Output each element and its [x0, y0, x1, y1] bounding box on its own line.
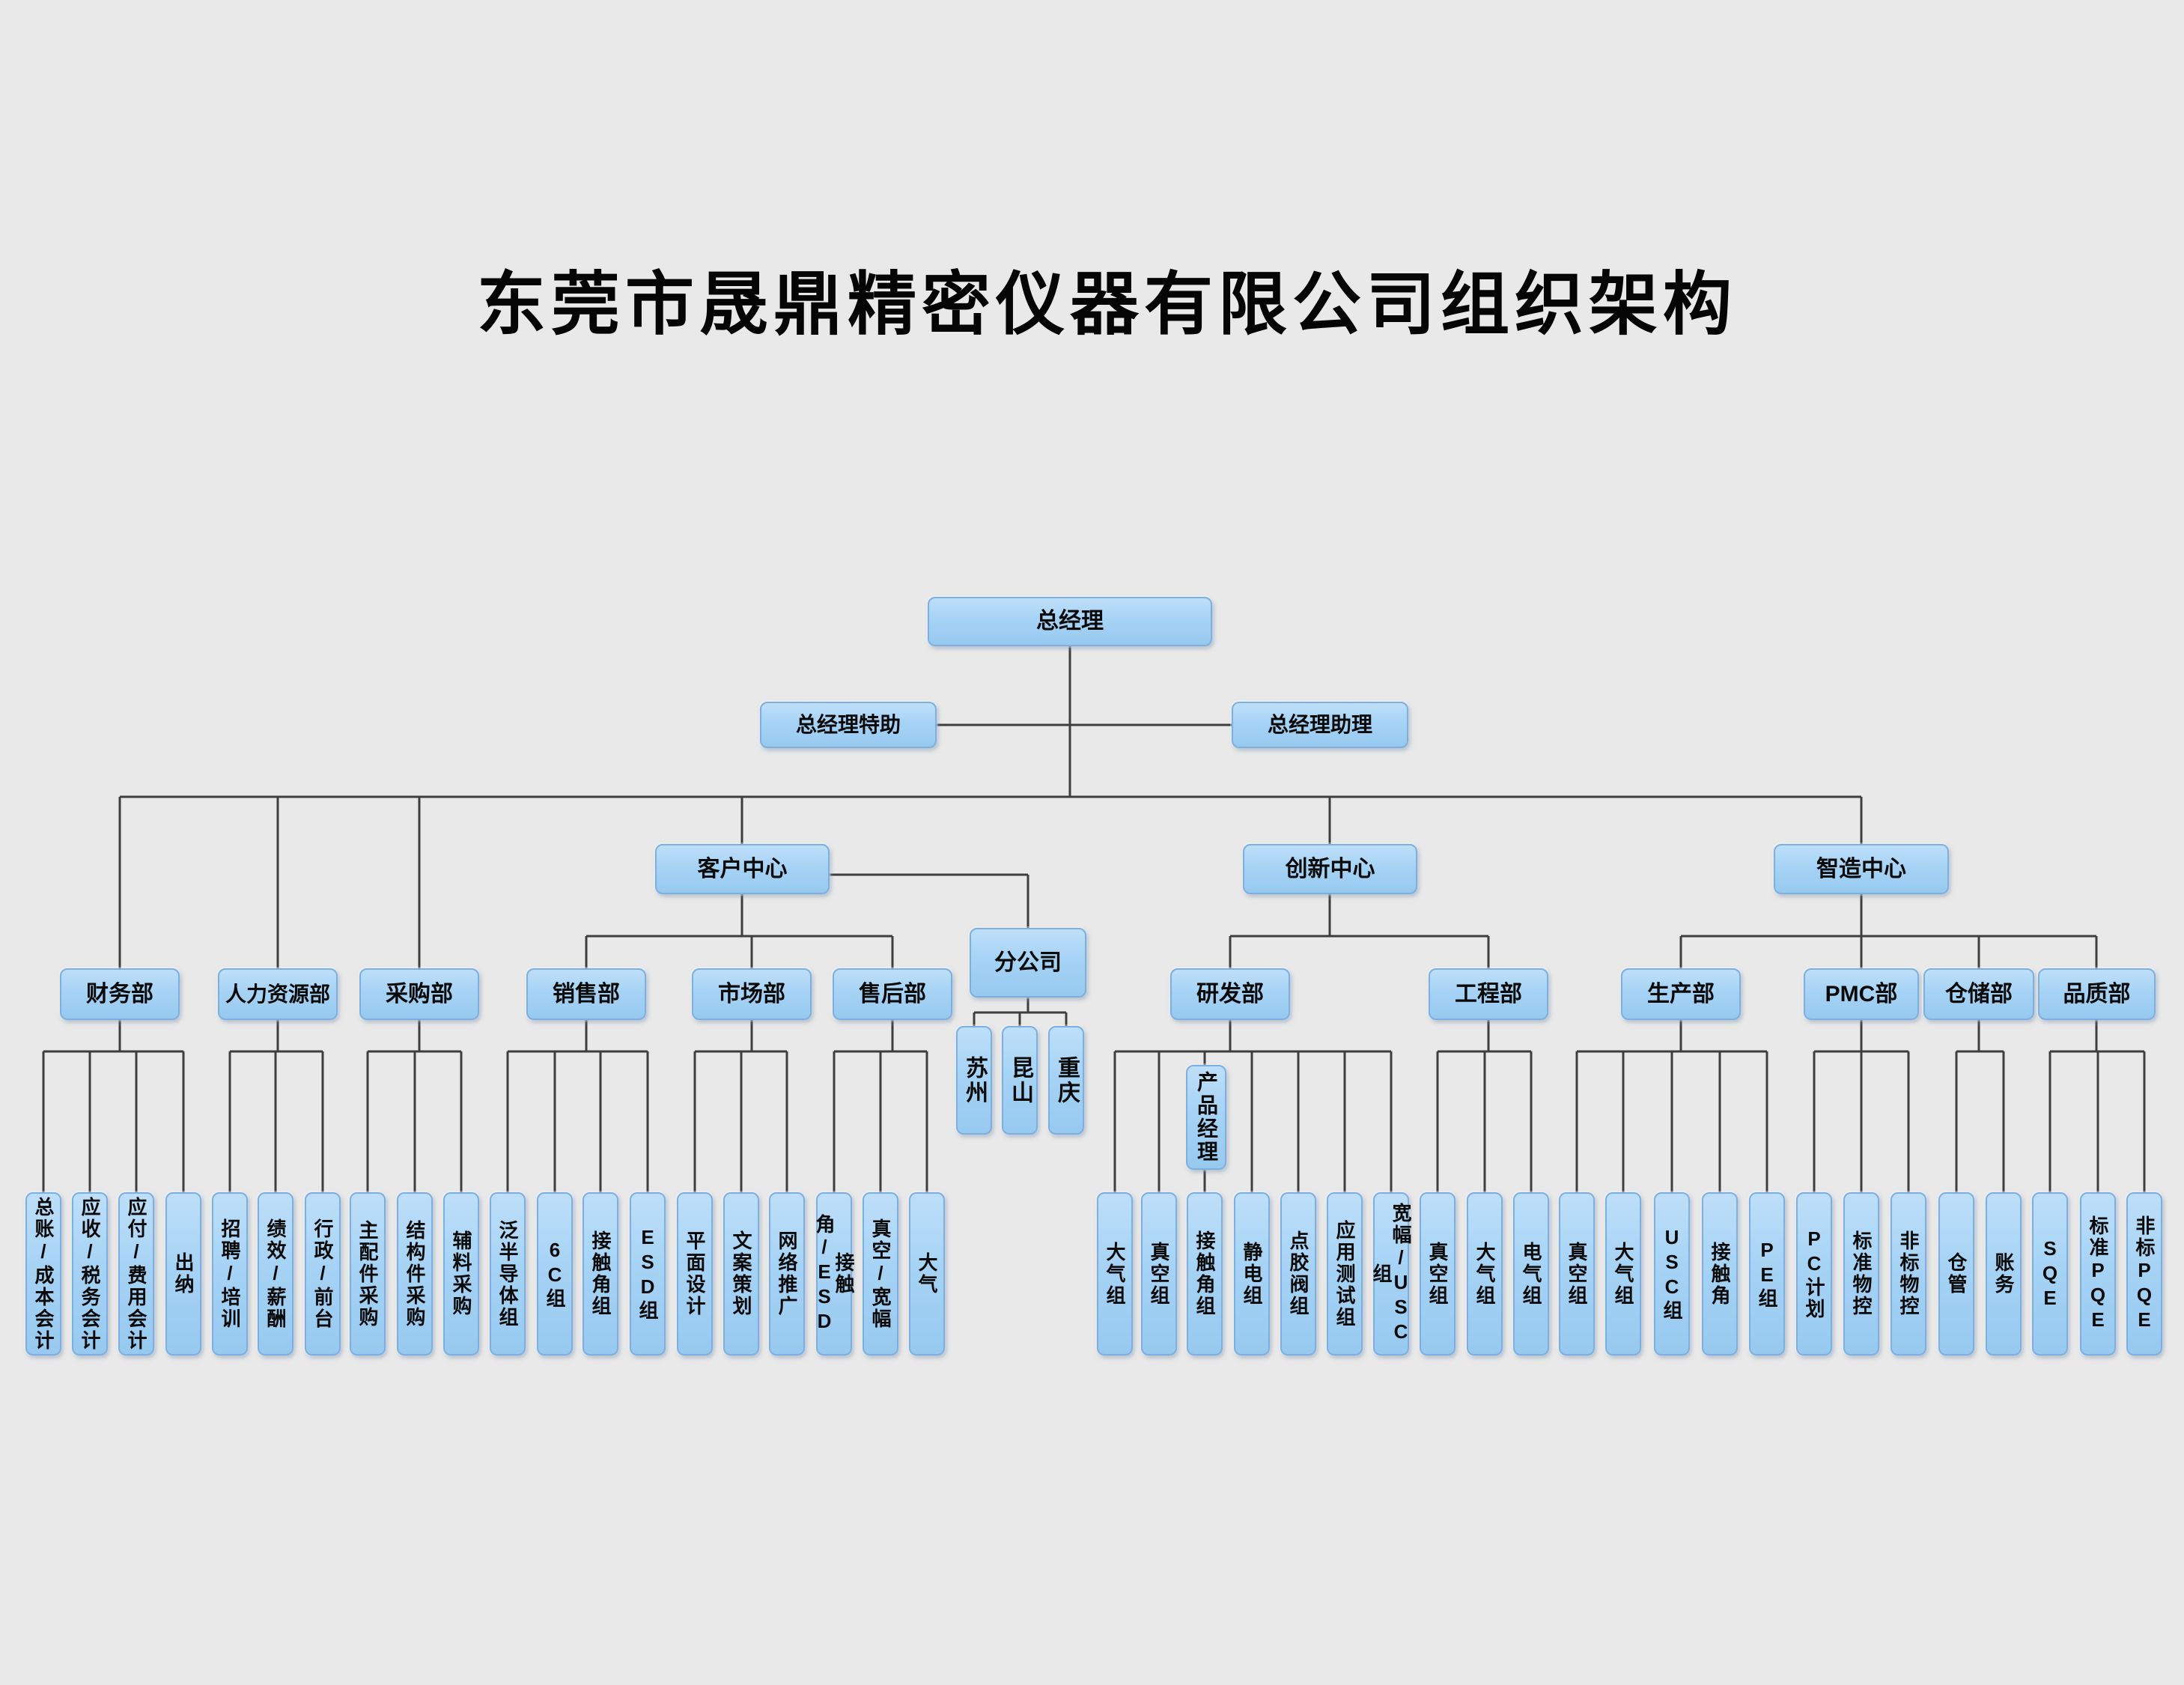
- node-leaf-structural-parts-purchasing: 结构件采购: [397, 1192, 433, 1355]
- node-leaf-performance-compensation: 绩效/薪酬: [258, 1192, 293, 1355]
- node-leaf-auxiliary-materials-purchasing: 辅料采购: [443, 1192, 479, 1355]
- node-leaf-dispensing-valve-group: 点胶阀组: [1280, 1192, 1316, 1355]
- node-dept-production: 生产部: [1621, 968, 1741, 1020]
- page-title: 东莞市晟鼎精密仪器有限公司组织架构: [476, 267, 1737, 343]
- node-innovation-center: 创新中心: [1243, 844, 1417, 894]
- node-dept-engineering: 工程部: [1429, 968, 1548, 1020]
- node-leaf-pe-group: PE组: [1749, 1192, 1785, 1355]
- node-dept-after-sales: 售后部: [833, 968, 952, 1020]
- node-leaf-esd-group-sales: ESD组: [630, 1192, 666, 1355]
- node-leaf-contact-angle-production: 接触角: [1702, 1192, 1738, 1355]
- node-leaf-atmospheric: 大气: [909, 1192, 945, 1355]
- node-leaf-general-ledger-cost-accounting: 总账/成本会计: [25, 1192, 61, 1355]
- node-dept-hr: 人力资源部: [218, 968, 338, 1020]
- node-leaf-vacuum-group-rd: 真空组: [1141, 1192, 1177, 1355]
- node-leaf-standard-material-control: 标准物控: [1843, 1192, 1879, 1355]
- node-manufacturing-center: 智造中心: [1774, 844, 1949, 894]
- node-leaf-warehouse-management: 仓管: [1938, 1192, 1974, 1355]
- node-leaf-sqe: SQE: [2032, 1192, 2068, 1355]
- node-leaf-main-parts-purchasing: 主配件采购: [350, 1192, 386, 1355]
- node-leaf-contact-angle-group-sales: 接触角组: [582, 1192, 618, 1355]
- node-leaf-atmospheric-group-production: 大气组: [1605, 1192, 1641, 1355]
- node-customer-center: 客户中心: [655, 844, 830, 894]
- node-dept-finance: 财务部: [60, 968, 180, 1020]
- node-branch-kunshan: 昆山: [1002, 1026, 1038, 1135]
- node-gm-assistant: 总经理助理: [1232, 702, 1408, 748]
- node-leaf-6c-group: 6C组: [537, 1192, 573, 1355]
- node-leaf-vacuum-group-production: 真空组: [1559, 1192, 1595, 1355]
- node-branch-company: 分公司: [970, 928, 1086, 998]
- node-leaf-recruiting-training: 招聘/培训: [212, 1192, 248, 1355]
- node-leaf-atmospheric-group-engineering: 大气组: [1467, 1192, 1503, 1355]
- node-leaf-atmospheric-group-rd: 大气组: [1097, 1192, 1133, 1355]
- node-leaf-wide-format-usc-group: 宽幅/USC组: [1370, 1192, 1412, 1355]
- node-product-manager: 产品经理: [1186, 1065, 1226, 1170]
- node-dept-warehouse: 仓储部: [1923, 968, 2034, 1020]
- node-leaf-contact-angle-esd: 接触角/ESD: [813, 1192, 855, 1355]
- node-leaf-copywriting-planning: 文案策划: [723, 1192, 759, 1355]
- node-dept-purchasing: 采购部: [359, 968, 479, 1020]
- node-dept-marketing: 市场部: [692, 968, 812, 1020]
- node-leaf-pc-planning: PC计划: [1796, 1192, 1832, 1355]
- node-leaf-graphic-design: 平面设计: [677, 1192, 713, 1355]
- node-leaf-usc-group: USC组: [1654, 1192, 1690, 1355]
- node-leaf-online-promotion: 网络推广: [769, 1192, 805, 1355]
- node-leaf-accounting: 账务: [1986, 1192, 2022, 1355]
- node-leaf-receivable-tax-accounting: 应收/税务会计: [72, 1192, 108, 1355]
- node-dept-quality: 品质部: [2038, 968, 2156, 1020]
- node-branch-suzhou: 苏州: [956, 1026, 992, 1135]
- node-leaf-non-standard-material-control: 非标物控: [1891, 1192, 1926, 1355]
- node-leaf-contact-angle-group-rd: 接触角组: [1187, 1192, 1223, 1355]
- node-leaf-payable-expense-accounting: 应付/费用会计: [118, 1192, 154, 1355]
- node-leaf-vacuum-wide-format: 真空/宽幅: [863, 1192, 898, 1355]
- node-gm-special-assistant: 总经理特助: [760, 702, 937, 748]
- node-dept-sales: 销售部: [526, 968, 646, 1020]
- node-leaf-standard-pqe: 标准PQE: [2080, 1192, 2116, 1355]
- node-leaf-admin-front-desk: 行政/前台: [305, 1192, 341, 1355]
- node-general-manager: 总经理: [928, 597, 1212, 646]
- node-leaf-cashier: 出纳: [165, 1192, 201, 1355]
- node-leaf-vacuum-group-engineering: 真空组: [1420, 1192, 1456, 1355]
- node-leaf-non-standard-pqe: 非标PQE: [2126, 1192, 2162, 1355]
- node-leaf-electrical-group: 电气组: [1513, 1192, 1549, 1355]
- node-leaf-electrostatic-group: 静电组: [1234, 1192, 1270, 1355]
- node-dept-rd: 研发部: [1170, 968, 1290, 1020]
- node-leaf-pan-semiconductor-group: 泛半导体组: [490, 1192, 526, 1355]
- node-branch-chongqing: 重庆: [1048, 1026, 1084, 1135]
- node-leaf-application-testing-group: 应用测试组: [1327, 1192, 1363, 1355]
- node-dept-pmc: PMC部: [1804, 968, 1919, 1020]
